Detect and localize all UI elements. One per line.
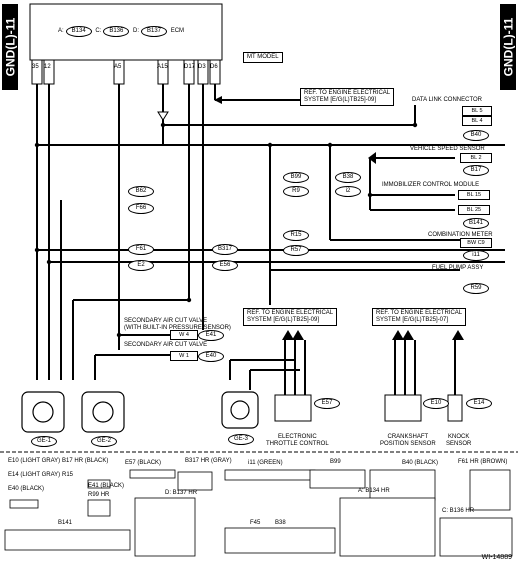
legend-e57: E57 (BLACK) [125,460,162,466]
legend-b17: B17 HR (BLACK) [62,458,109,464]
drawing-id: WI-14889 [481,554,512,561]
wire-pin: BL 25 [458,205,490,215]
connector-b40: B40 [463,130,489,141]
ecm-pin-label: 35 [32,64,39,70]
legend-e41: E41 (BLACK) [88,483,125,489]
connector-r57: R57 [283,245,309,256]
legend-b317: B317 HR (GRAY) [185,458,232,464]
connector-e40: E40 [198,351,224,362]
legend-r15: R15 [62,472,74,478]
combination-meter-label: COMBINATION METER [428,232,493,238]
immobilizer-label: IMMOBILIZER CONTROL MODULE [382,182,480,188]
connector-i11: i11 [463,250,489,261]
connector-e2: E2 [128,260,154,271]
connector-b62: B62 [128,186,154,197]
ecm-connector-list: A:B134 C:B136 D:B137 ECM [58,26,184,37]
ecm-pin-label: D6 [210,64,218,70]
knock-connector [447,394,463,422]
side-label-right: GND(L)-11 [500,4,516,90]
connector-e56: E56 [212,260,238,271]
data-link-connector-label: DATA LINK CONNECTOR [412,97,483,103]
connector-b317: B317 [212,244,238,255]
crank-connector [384,394,422,422]
connector-r15: R15 [283,230,309,241]
legend-b141: B141 [58,520,73,526]
ground-ge2: GE-2 [91,436,117,447]
wire-pin: BL 5 [462,106,492,116]
wire-pin: BL 4 [462,116,492,126]
legend-r99: R99 HR [88,492,110,498]
legend-b134: A: B134 HR [358,488,390,494]
connector-i2: i2 [335,186,361,197]
connector-b141: B141 [463,218,489,229]
legend-f61: F61 HR (BROWN) [458,459,508,465]
connector-e14: E14 [466,398,492,409]
connector-e57: E57 [314,398,340,409]
ecm-pin-label: D3 [198,64,206,70]
mt-model-box: MT MODEL [243,52,283,63]
valve-2-label: SECONDARY AIR CUT VALVE [124,342,208,348]
legend-e10: E10 (LIGHT GRAY) [8,458,61,464]
vehicle-speed-sensor-label: VEHICLE SPEED SENSOR [410,146,485,152]
legend-b136: C: B136 HR [442,508,475,514]
legend-b137: D: B137 HR [165,490,198,496]
ground-ge1: GE-1 [31,436,57,447]
legend-b40: B40 (BLACK) [402,460,439,466]
legend-b99: B99 [330,459,341,465]
valve-1-label: SECONDARY AIR CUT VALVE(WITH BUILT-IN PR… [124,318,231,331]
connector-r59: R59 [463,283,489,294]
connector-b38: B38 [335,172,361,183]
legend-e14: E14 (LIGHT GRAY) [8,472,61,478]
legend-b38: B38 [275,520,286,526]
ecm-pin-label: A5 [114,64,122,70]
throttle-connector [274,394,312,422]
valve-2-pin: W 1 [170,351,198,361]
connector-r9: R9 [283,186,309,197]
wire-pin: BL 2 [460,153,492,163]
legend-i11: i11 (GREEN) [248,460,283,466]
ecm-pin-label: 12 [44,64,51,70]
ecm-pin-label: D17 [184,64,196,70]
legend-e40: E40 (BLACK) [8,486,45,492]
ecm-pin-label: A15 [157,64,168,70]
connector-b17: B17 [463,165,489,176]
wire-pin: BW C9 [460,238,492,248]
connector-b99: B99 [283,172,309,183]
legend-f45: F45 [250,520,261,526]
ground-ge3: GE-3 [228,434,254,445]
wire-pin: BL 15 [458,190,490,200]
valve-1-pin: W 4 [170,330,198,340]
connector-e41: E41 [198,330,224,341]
fuel-pump-label: FUEL PUMP ASSY [432,265,484,271]
connector-f61: F61 [128,244,154,255]
connector-f66: F66 [128,203,154,214]
connector-e10: E10 [423,398,449,409]
side-label-left: GND(L)-11 [2,4,18,90]
